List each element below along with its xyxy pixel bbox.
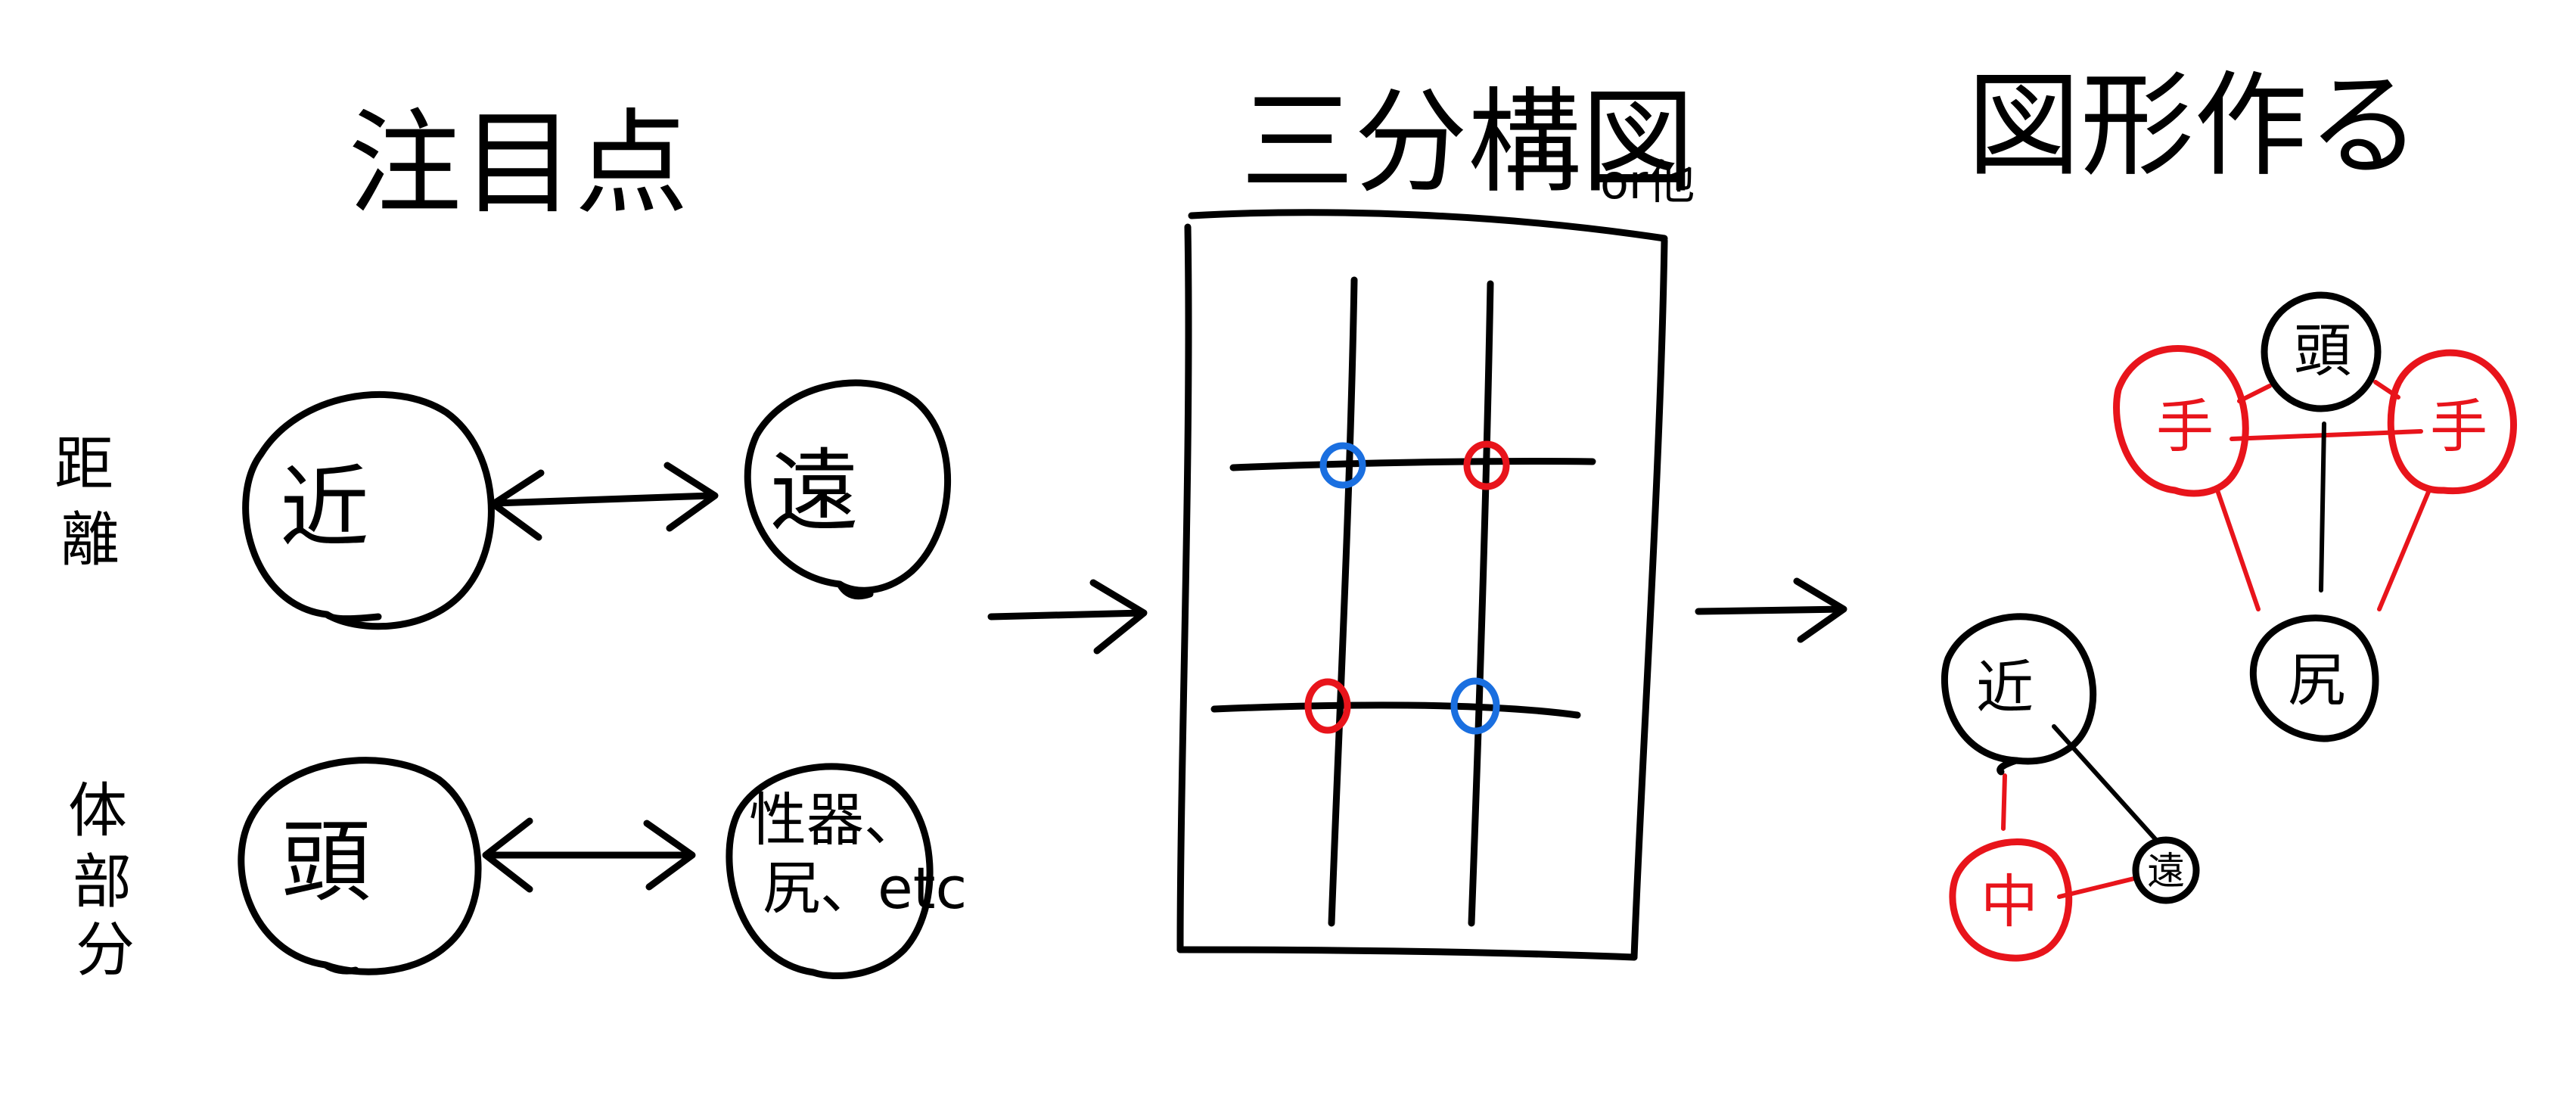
intersection-top-right-marker (1463, 440, 1510, 490)
heading-make-shapes: 図形作る (1967, 61, 2421, 192)
svg-text:遠: 遠 (769, 439, 859, 543)
intersection-bottom-left-marker (1304, 678, 1351, 734)
intersection-top-left-marker (1319, 442, 1366, 489)
side-label-body-1: 体 (68, 777, 127, 845)
svg-text:尻: 尻 (2288, 646, 2345, 714)
double-arrow-body (482, 817, 696, 893)
shape-node-butt: 尻 (2249, 614, 2379, 742)
shape-graph-upper: 頭 手 手 尻 (2113, 291, 2517, 742)
svg-text:尻、etc: 尻、etc (763, 854, 967, 922)
side-label-distance-2: 離 (61, 506, 120, 574)
svg-text:頭: 頭 (281, 810, 371, 914)
focus-node-head: 頭 (238, 757, 482, 975)
shape-node-hand-right: 手 (2387, 349, 2517, 495)
svg-text:頭: 頭 (2294, 317, 2351, 384)
shape-node-middle: 中 (1949, 838, 2073, 962)
svg-text:中: 中 (1981, 868, 2038, 935)
shape-graph-lower: 近 中 遠 (1941, 613, 2200, 962)
svg-text:手: 手 (2430, 393, 2487, 460)
thirds-intersection-markers (1304, 440, 1510, 735)
shape-node-head: 頭 (2261, 291, 2382, 412)
arrow-to-thirds (987, 579, 1148, 655)
svg-text:手: 手 (2156, 393, 2214, 460)
svg-text:近: 近 (280, 456, 369, 560)
shape-node-near: 近 (1941, 613, 2097, 776)
side-label-body-2: 部 (73, 848, 132, 916)
heading-rule-of-thirds: 三分構図 (1241, 77, 1695, 209)
side-label-body-3: 分 (76, 916, 135, 984)
focus-node-genitals-butt: 性器、 尻、etc (726, 763, 967, 979)
double-arrow-distance (489, 462, 719, 541)
shape-node-hand-left: 手 (2113, 345, 2249, 497)
focus-node-far: 遠 (744, 379, 952, 600)
side-label-distance-1: 距 (54, 431, 113, 499)
svg-text:近: 近 (1976, 654, 2034, 721)
heading-rule-of-thirds-suffix: or他 (1600, 154, 1695, 210)
svg-text:遠: 遠 (2147, 849, 2185, 893)
svg-text:性器、: 性器、 (749, 786, 921, 854)
focus-node-near: 近 (242, 390, 495, 630)
shape-node-far: 遠 (2132, 836, 2200, 904)
arrow-to-shapes (1695, 577, 1847, 643)
heading-focus-point: 注目点 (348, 98, 688, 230)
thirds-frame (1176, 209, 1668, 961)
intersection-bottom-right-marker (1450, 677, 1500, 735)
